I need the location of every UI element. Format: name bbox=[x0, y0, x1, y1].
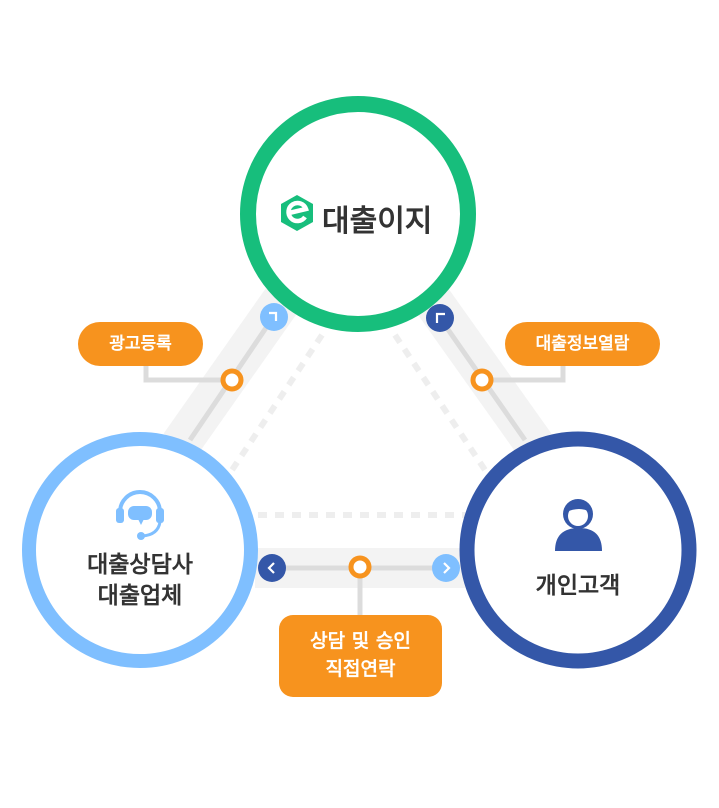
direct-contact-label: 상담 및 승인 직접연락 bbox=[279, 615, 442, 697]
dotted-triangle bbox=[229, 333, 488, 518]
agent-label-line1: 대출상담사 bbox=[87, 552, 193, 578]
brand-circle bbox=[240, 96, 476, 332]
e-hexagon-logo-icon bbox=[281, 195, 313, 231]
agent-label-line2: 대출업체 bbox=[97, 583, 183, 610]
customer-label: 개인고객 bbox=[535, 573, 621, 599]
chevron-right-icon bbox=[432, 554, 460, 582]
loan-info-view-label: 대출정보열람 bbox=[505, 322, 660, 366]
connector-nodes bbox=[220, 368, 494, 579]
direct-contact-line2: 직접연락 bbox=[325, 658, 396, 680]
person-icon bbox=[555, 499, 602, 551]
direct-contact-line1: 상담 및 승인 bbox=[310, 630, 411, 653]
arrow-up-right-icon bbox=[260, 303, 288, 331]
agent-circle bbox=[22, 432, 258, 668]
headset-icon bbox=[116, 490, 164, 540]
agent-label: 대출상담사 대출업체 bbox=[60, 550, 220, 612]
brand-name: 대출이지 bbox=[322, 204, 433, 239]
chevron-left-icon bbox=[258, 554, 286, 582]
arrow-up-left-icon bbox=[426, 304, 454, 332]
ad-register-label: 광고등록 bbox=[78, 322, 203, 366]
